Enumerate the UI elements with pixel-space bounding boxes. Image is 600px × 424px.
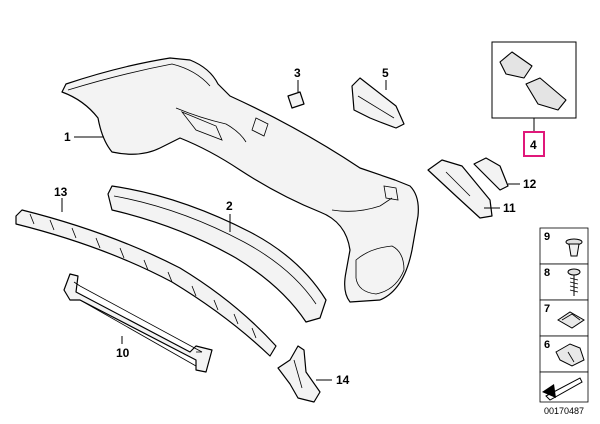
callout-14: 14 [336, 373, 350, 387]
callout-13: 13 [54, 185, 68, 199]
callout-12: 12 [523, 177, 537, 191]
callout-2: 2 [226, 199, 233, 213]
callout-4: 4 [530, 138, 537, 152]
callout-11: 11 [503, 201, 516, 215]
part-2-impact-absorber[interactable] [107, 185, 327, 323]
callout-1: 1 [64, 130, 71, 144]
arrow-icon [542, 377, 583, 401]
part-14-side-bracket[interactable] [277, 345, 321, 403]
callout-4-highlight[interactable]: 4 [523, 131, 545, 157]
part-9-expanding-rivet[interactable] [565, 238, 583, 257]
part-12-small-reflector[interactable] [473, 157, 509, 191]
callout-6: 6 [544, 339, 550, 351]
leader-lines [61, 80, 535, 381]
part-3-clip[interactable] [287, 91, 305, 109]
part-4-inset[interactable] [491, 41, 577, 119]
part-6-bracket-clip[interactable] [555, 343, 585, 367]
diagram-id: 00170487 [544, 406, 584, 416]
part-5-bracket[interactable] [351, 77, 405, 129]
part-13-lower-strip[interactable] [15, 209, 277, 357]
callout-8: 8 [544, 267, 550, 279]
part-1-bumper-panel[interactable] [61, 57, 419, 303]
callout-3: 3 [294, 66, 301, 80]
callout-9: 9 [544, 231, 550, 243]
fastener-column [539, 227, 589, 403]
callout-7: 7 [544, 303, 550, 315]
callout-10: 10 [116, 346, 130, 360]
part-10-carrier-bracket[interactable] [63, 273, 213, 373]
part-8-screw[interactable] [567, 268, 581, 296]
part-7-clip-nut[interactable] [557, 311, 585, 329]
callout-5: 5 [382, 66, 389, 80]
